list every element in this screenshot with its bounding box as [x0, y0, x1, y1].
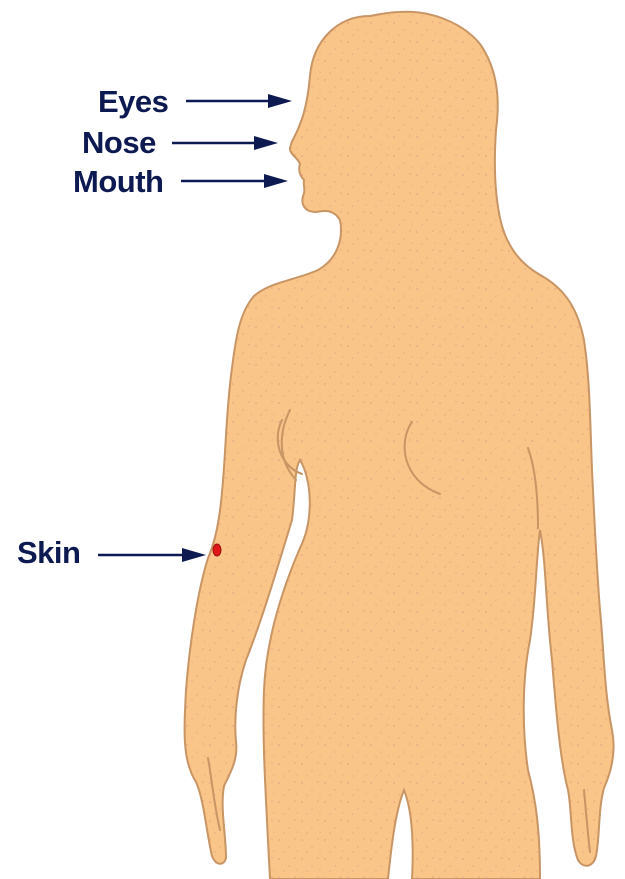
label-eyes: Eyes	[98, 86, 168, 117]
pointer-mouth	[181, 174, 288, 188]
pointer-skin	[98, 548, 206, 562]
skin-marker	[213, 544, 221, 556]
pointer-nose	[172, 136, 278, 150]
pointer-eyes	[186, 94, 292, 108]
label-skin: Skin	[17, 537, 80, 568]
label-nose: Nose	[82, 127, 156, 158]
label-mouth: Mouth	[73, 166, 163, 197]
